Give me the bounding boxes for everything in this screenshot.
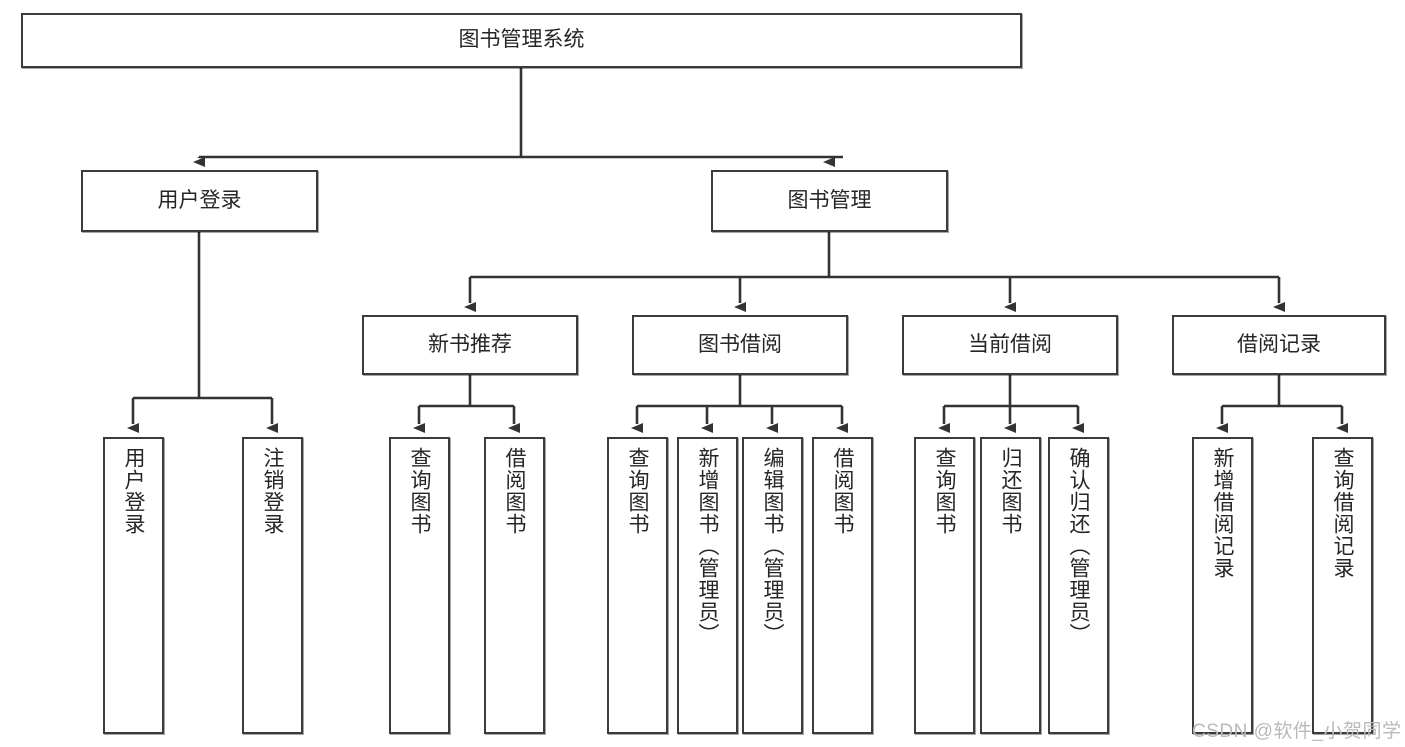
- leaf-add-borrow-record[interactable]: 新增借阅记录: [1192, 437, 1253, 734]
- node-book-borrow[interactable]: 图书借阅: [632, 315, 848, 375]
- arrow-drops-level3: [464, 277, 1285, 312]
- leaf-add-borrow-record-label: 新增借阅记录: [1211, 447, 1234, 579]
- leaf-return-book-label: 归还图书: [999, 447, 1022, 535]
- leaf-query-borrow-record-label: 查询借阅记录: [1331, 447, 1354, 579]
- node-book-management[interactable]: 图书管理: [711, 170, 948, 232]
- node-root[interactable]: 图书管理系统: [21, 13, 1022, 68]
- node-current-borrow-label: 当前借阅: [968, 332, 1052, 356]
- leaf-query-borrow-record[interactable]: 查询借阅记录: [1312, 437, 1373, 734]
- leaf-logout[interactable]: 注销登录: [242, 437, 303, 734]
- node-current-borrow[interactable]: 当前借阅: [902, 315, 1118, 375]
- edges-root-to-level2: [199, 68, 843, 159]
- leaf-add-book-admin-label: 新增图书（管理员）: [696, 447, 719, 645]
- arrow-drops-current: [938, 406, 1084, 433]
- leaf-query-book-recommend[interactable]: 查询图书: [389, 437, 450, 734]
- edges-bookmgmt-to-level3: [470, 232, 1279, 279]
- edges-current-to-leaves: [944, 375, 1078, 408]
- leaf-query-book-borrow-label: 查询图书: [626, 447, 649, 535]
- edges-borrow-to-leaves: [637, 375, 842, 408]
- arrow-drops-borrow: [631, 406, 848, 433]
- leaf-query-book-recommend-label: 查询图书: [408, 447, 431, 535]
- leaf-borrow-book-recommend-label: 借阅图书: [503, 447, 526, 535]
- leaf-borrow-book-label: 借阅图书: [831, 447, 854, 535]
- node-new-book-recommend[interactable]: 新书推荐: [362, 315, 578, 375]
- arrow-drops-userlogin: [127, 398, 278, 433]
- leaf-return-book[interactable]: 归还图书: [980, 437, 1041, 734]
- edges-userlogin-to-leaves: [133, 232, 272, 400]
- edges-newbook-to-leaves: [419, 375, 514, 408]
- node-borrow-records-label: 借阅记录: [1237, 332, 1321, 356]
- leaf-query-book-borrow[interactable]: 查询图书: [607, 437, 668, 734]
- leaf-user-login[interactable]: 用户登录: [103, 437, 164, 734]
- leaf-borrow-book[interactable]: 借阅图书: [812, 437, 873, 734]
- node-user-login[interactable]: 用户登录: [81, 170, 318, 232]
- arrow-drops-newbook: [413, 406, 520, 433]
- leaf-add-book-admin[interactable]: 新增图书（管理员）: [677, 437, 738, 734]
- leaf-query-book-current-label: 查询图书: [933, 447, 956, 535]
- node-user-login-label: 用户登录: [157, 188, 242, 212]
- leaf-borrow-book-recommend[interactable]: 借阅图书: [484, 437, 545, 734]
- arrow-drops-records: [1216, 406, 1348, 433]
- arrow-drops-level2: [193, 157, 835, 167]
- leaf-query-book-current[interactable]: 查询图书: [914, 437, 975, 734]
- node-root-label: 图书管理系统: [458, 28, 585, 52]
- node-book-borrow-label: 图书借阅: [698, 332, 782, 356]
- node-book-management-label: 图书管理: [787, 188, 872, 212]
- edges-records-to-leaves: [1222, 375, 1342, 408]
- leaf-confirm-return-admin-label: 确认归还（管理员）: [1067, 447, 1090, 645]
- node-borrow-records[interactable]: 借阅记录: [1172, 315, 1386, 375]
- leaf-edit-book-admin[interactable]: 编辑图书（管理员）: [742, 437, 803, 734]
- leaf-confirm-return-admin[interactable]: 确认归还（管理员）: [1048, 437, 1109, 734]
- node-new-book-recommend-label: 新书推荐: [428, 332, 512, 356]
- leaf-user-login-label: 用户登录: [122, 447, 145, 535]
- leaf-edit-book-admin-label: 编辑图书（管理员）: [761, 447, 784, 645]
- leaf-logout-label: 注销登录: [261, 447, 284, 535]
